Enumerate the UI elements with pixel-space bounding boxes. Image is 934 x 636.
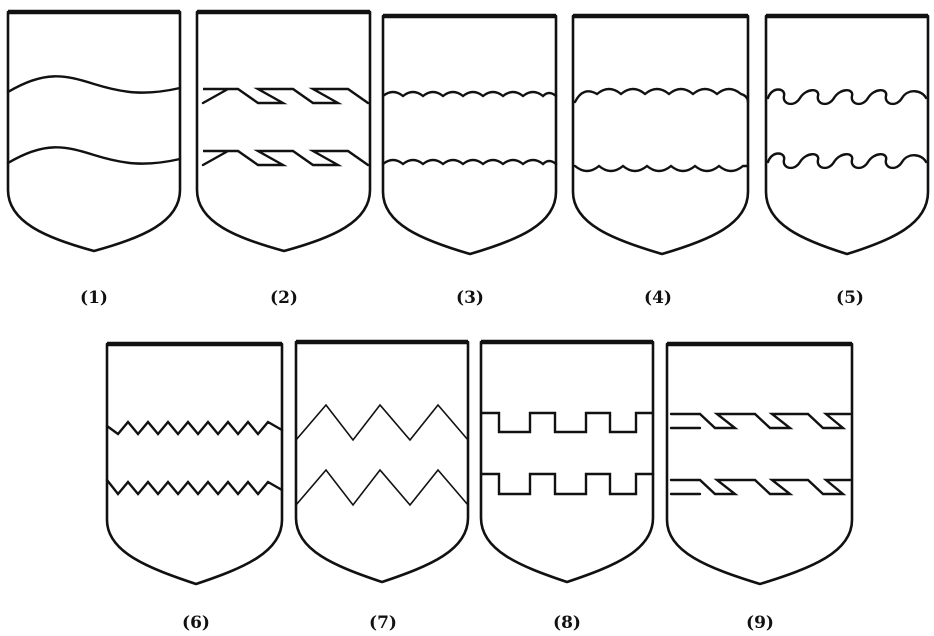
shield-7-caption: (7): [369, 613, 397, 633]
shield-8-upper-embattled-line: [479, 411, 655, 434]
shield-8: (8): [479, 339, 655, 633]
shield-3-upper-engrailed-line: [381, 90, 558, 98]
shield-4-outline: [571, 14, 750, 256]
shield-9-caption: (9): [746, 613, 774, 633]
shield-9-outline: [665, 342, 854, 586]
shield-2-outline: [195, 10, 372, 253]
shield-4-caption: (4): [644, 288, 672, 308]
shield-4-upper-scalloped-line: [573, 87, 750, 104]
shield-5-outline: [764, 14, 930, 256]
shield-7-outline: [294, 340, 470, 584]
shield-3: (3): [381, 13, 558, 308]
shield-5-upper-nebuly-line: [766, 88, 928, 106]
shield-1-upper-wavy-line: [6, 75, 182, 94]
shield-8-outline: [479, 340, 655, 584]
shield-2: (2): [195, 9, 372, 308]
shield-4-lower-scalloped-line: [573, 164, 750, 173]
shield-2-lower-slanted-line: [201, 149, 370, 167]
shield-5-caption: (5): [836, 288, 864, 308]
shield-8-caption: (8): [553, 613, 581, 633]
shield-7-lower-dancetty-line: [295, 468, 469, 507]
shield-2-caption: (2): [270, 288, 298, 308]
shield-1: (1): [6, 9, 182, 308]
shield-6-lower-indented-line: [105, 478, 284, 496]
shield-9-lower-slanted-line: [669, 478, 852, 496]
shield-9-upper-slanted-line: [669, 412, 852, 430]
shield-3-outline: [381, 14, 558, 256]
shield-5-lower-nebuly-line: [766, 152, 928, 170]
shield-6: (6): [105, 341, 284, 633]
shield-3-caption: (3): [456, 288, 484, 308]
shield-1-caption: (1): [80, 288, 108, 308]
shield-4: (4): [571, 13, 750, 308]
shield-3-lower-engrailed-line: [381, 158, 558, 166]
shield-5: (5): [764, 13, 930, 308]
shield-9: (9): [665, 341, 854, 633]
shield-6-upper-indented-line: [105, 420, 284, 436]
shield-6-caption: (6): [182, 613, 210, 633]
shield-2-upper-slanted-line: [201, 87, 370, 105]
shield-8-lower-embattled-line: [479, 472, 655, 496]
shield-1-lower-wavy-line: [6, 146, 182, 165]
shield-7-upper-dancetty-line: [295, 403, 469, 442]
shield-6-outline: [105, 342, 284, 586]
shield-1-outline: [6, 10, 182, 253]
shield-7: (7): [294, 339, 470, 633]
